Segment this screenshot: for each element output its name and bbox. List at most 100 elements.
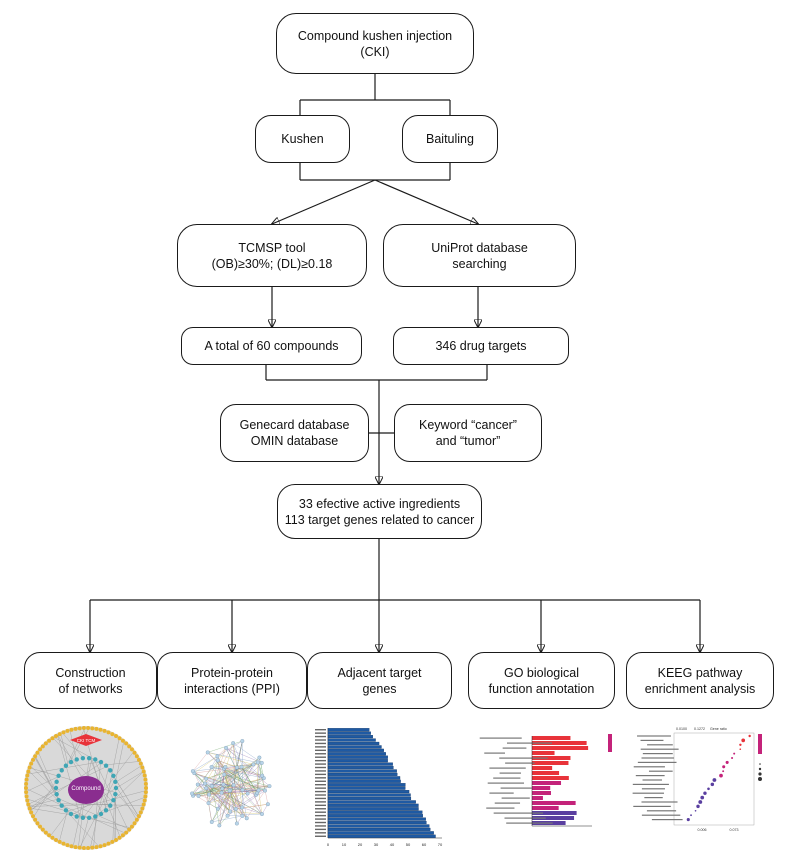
network-outer-node — [24, 777, 29, 782]
ppi-node — [240, 788, 245, 792]
network-outer-node — [65, 843, 70, 848]
kegg-dot — [719, 773, 723, 778]
go-bar — [532, 771, 560, 775]
go-label — [487, 782, 525, 784]
bar-tick-label: 60 — [422, 842, 427, 847]
network-outer-node — [24, 790, 29, 795]
network-edge — [29, 807, 90, 819]
ppi-edge — [207, 752, 254, 765]
node-keyword-line2: and “tumor” — [435, 434, 501, 448]
network-outer-node — [69, 727, 74, 732]
ppi-edge — [194, 772, 258, 794]
node-adjacent-line2: genes — [362, 681, 397, 696]
kegg-dot — [722, 770, 725, 773]
ppi-edge — [241, 766, 263, 815]
node-go-line1: GO biological — [503, 665, 580, 680]
network-inner-node — [59, 803, 64, 808]
network-outer-node — [50, 736, 55, 741]
ppi-edge — [221, 790, 259, 793]
ppi-edge — [191, 760, 219, 794]
ppi-edge — [219, 815, 228, 826]
go-label — [486, 807, 515, 809]
bar — [327, 803, 419, 807]
go-legend — [608, 734, 612, 752]
ppi-edge — [206, 787, 236, 810]
go-bar — [532, 756, 571, 760]
ppi-edge — [211, 764, 254, 768]
kegg-dot — [739, 748, 742, 751]
ppi-node — [239, 764, 244, 769]
network-inner-node — [74, 757, 79, 762]
ppi-edge — [230, 790, 238, 824]
network-inner-node — [93, 814, 98, 819]
ppi-node — [220, 786, 225, 791]
go-label — [499, 772, 522, 774]
network-edge — [80, 817, 89, 848]
ppi-edge — [194, 756, 218, 774]
go-bar — [532, 761, 569, 765]
network-edge — [53, 737, 107, 767]
bar — [327, 831, 434, 835]
ppi-node — [265, 802, 270, 807]
network-outer-node — [38, 747, 43, 752]
bar — [327, 800, 416, 804]
bar-label — [315, 749, 326, 752]
node-effective: 33 efective active ingredients 113 targe… — [277, 484, 482, 539]
bar-label — [315, 742, 326, 745]
network-outer-node — [69, 844, 74, 849]
kegg-label — [633, 766, 665, 768]
bar — [327, 762, 393, 766]
network-outer-node — [141, 769, 146, 774]
network-inner-node — [59, 768, 64, 773]
network-outer-node — [26, 769, 31, 774]
bar-label — [315, 811, 326, 813]
node-uniprot-line2: searching — [452, 256, 507, 271]
kegg-label — [640, 748, 679, 750]
ppi-edge — [208, 768, 225, 795]
go-label — [494, 802, 521, 804]
node-tcmsp: TCMSP tool (OB)≥30%; (DL)≥0.18 — [177, 224, 367, 287]
network-outer-node — [106, 730, 111, 735]
ppi-node — [205, 750, 210, 755]
kegg-dot — [731, 756, 734, 760]
ppi-edge — [194, 772, 231, 791]
ppi-edge — [230, 777, 264, 791]
ppi-thumbnail — [183, 726, 283, 846]
network-outer-node — [24, 786, 28, 790]
go-bar-chart — [479, 734, 612, 827]
network-edge — [105, 761, 140, 766]
node-tcmsp-line1: TCMSP tool — [238, 240, 306, 255]
network-outer-node — [27, 765, 32, 770]
ppi-node — [245, 791, 250, 796]
ppi-node — [209, 765, 214, 769]
bar-label — [315, 729, 326, 731]
kegg-dot — [725, 760, 729, 764]
kegg-label — [641, 757, 674, 759]
bar-tick-label: 70 — [438, 842, 443, 847]
ppi-node — [215, 758, 220, 763]
go-label — [493, 777, 521, 779]
network-outer-node — [120, 833, 125, 838]
ppi-edge — [217, 762, 262, 809]
network-edge — [27, 761, 101, 775]
go-bar — [532, 786, 551, 790]
kegg-label — [637, 761, 677, 763]
ppi-edge — [191, 768, 225, 794]
ppi-edge — [224, 774, 266, 791]
network-edge — [79, 779, 116, 848]
go-label — [493, 812, 544, 814]
network-outer-node — [40, 744, 45, 749]
network-inner-node — [103, 763, 109, 768]
ppi-node — [240, 805, 244, 810]
network-outer-node — [141, 802, 146, 807]
network-inner-node — [108, 803, 113, 808]
network-edge — [25, 788, 89, 819]
network-outer-node — [114, 734, 118, 739]
bar-label — [315, 818, 326, 820]
network-outer-node — [102, 728, 107, 733]
go-label — [484, 752, 505, 754]
ppi-edge — [224, 774, 270, 787]
bar-label — [315, 794, 326, 796]
bar — [327, 752, 386, 756]
